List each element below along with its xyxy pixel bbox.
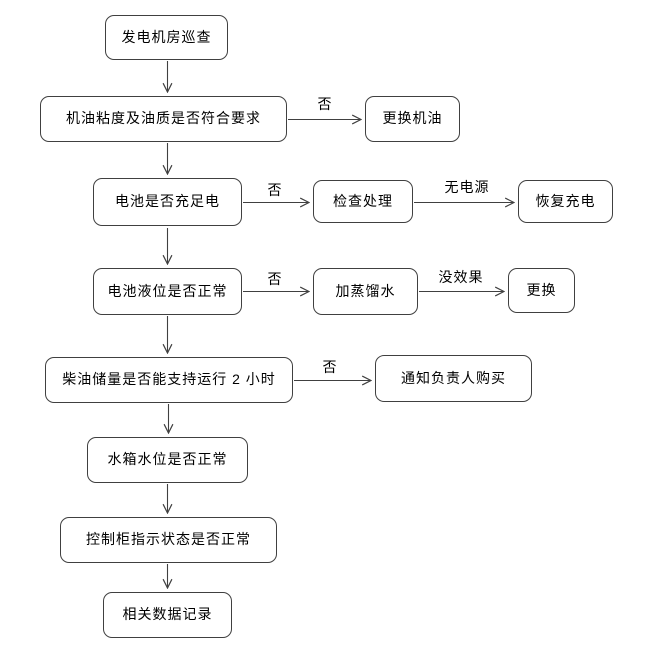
node-battery-level-check: 电池液位是否正常 [93, 268, 242, 315]
edge-label-no-charge: 否 [266, 180, 284, 200]
node-restore-charging: 恢复充电 [518, 180, 613, 223]
node-record-data: 相关数据记录 [103, 592, 232, 638]
node-replace-engine-oil: 更换机油 [365, 96, 460, 142]
node-engine-oil-check: 机油粘度及油质是否符合要求 [40, 96, 287, 142]
node-inspect-and-handle: 检查处理 [313, 180, 413, 223]
node-generator-room-patrol: 发电机房巡查 [105, 15, 228, 60]
edge-label-no-level: 否 [266, 269, 284, 289]
node-replace-battery: 更换 [508, 268, 575, 313]
edge-label-no-effect: 没效果 [437, 267, 485, 287]
node-control-cabinet-check: 控制柜指示状态是否正常 [60, 517, 277, 563]
edge-label-no-diesel: 否 [321, 357, 339, 377]
node-add-distilled-water: 加蒸馏水 [313, 268, 418, 315]
node-diesel-reserve-check: 柴油储量是否能支持运行 2 小时 [45, 357, 293, 403]
edge-label-no-oil: 否 [316, 94, 334, 114]
node-notify-manager-purchase: 通知负责人购买 [375, 355, 532, 402]
node-battery-charge-check: 电池是否充足电 [93, 178, 242, 226]
node-water-tank-level-check: 水箱水位是否正常 [87, 437, 248, 483]
edge-label-no-power: 无电源 [443, 177, 491, 197]
